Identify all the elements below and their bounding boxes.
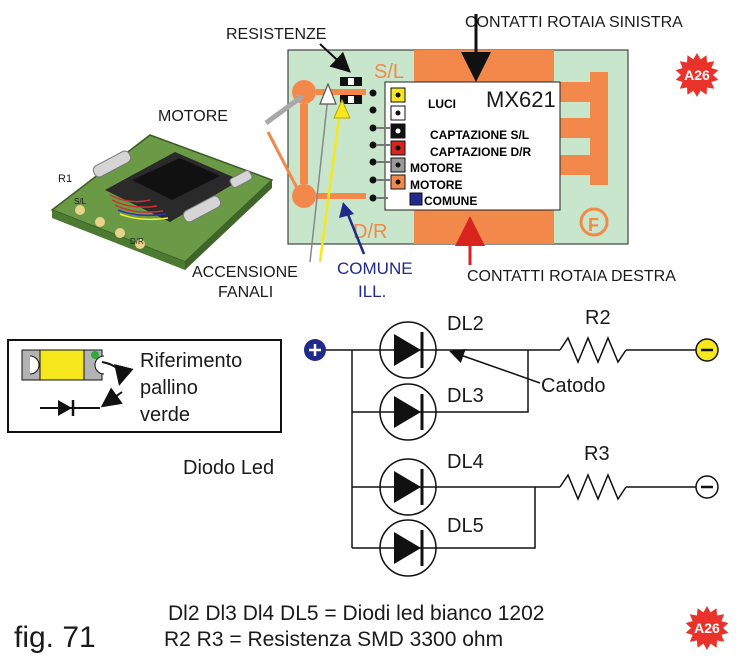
decoder-photo: S/L D/R [50,134,274,270]
model-label: MX621 [486,87,556,112]
resistenze-label: RESISTENZE [226,26,326,43]
dl2-label: DL2 [447,313,484,335]
green-dot-icon [91,351,99,359]
dl3-label: DL3 [447,385,484,407]
sl-label: S/L [374,61,404,83]
legend-line-2: pallino [140,377,198,399]
accensione-yellow-arrowhead [333,98,351,119]
led-reference-legend [7,339,282,433]
r1-label: R1 [58,173,72,185]
a26-badge-bottom: A26 [685,606,729,650]
caption-line-1: Dl2 Dl3 Dl4 DL5 = Diodi led bianco 1202 [168,602,544,625]
diodo-led-label: Diodo Led [183,457,274,479]
diode-dl3 [379,383,437,441]
comune-ill-label-1: COMUNE [337,259,413,278]
small-diode-icon [58,400,72,416]
svg-text:A26: A26 [694,620,720,636]
minus-terminal-white-icon [695,475,719,499]
minus-terminal-yellow-icon [695,338,719,362]
motore-label: MOTORE [158,108,228,125]
accensione-arrowhead [319,82,337,105]
pin-comune: COMUNE [424,194,477,208]
dr-label: D/R [353,221,387,243]
legend-line-1: Riferimento [140,350,242,372]
motore-line-orange [266,131,300,191]
catodo-label: Catodo [541,375,606,397]
dl5-label: DL5 [447,515,484,537]
accensione-label-1: ACCENSIONE [192,264,298,281]
decoder-board [287,49,629,245]
pin-captazione-sl: CAPTAZIONE S/L [430,128,529,142]
motore-line-grey [264,95,302,126]
pin-motore-1: MOTORE [410,161,462,175]
pin-luci: LUCI [428,97,456,111]
svg-text:A26: A26 [684,67,710,83]
photo-dr-label: D/R [130,237,144,246]
photo-sl-label: S/L [74,197,87,206]
diode-dl2 [379,321,437,379]
f-logo: F [588,215,599,235]
caption-line-2: R2 R3 = Resistenza SMD 3300 ohm [164,628,503,651]
comune-ill-line [345,211,366,255]
legend-line-3: verde [140,404,190,426]
diode-dl5 [379,519,437,577]
contatti-destra-label: CONTATTI ROTAIA DESTRA [467,268,676,285]
plus-terminal-icon [304,339,326,361]
pin-motore-2: MOTORE [410,178,462,192]
a26-badge-top: A26 [675,53,719,97]
r2-label: R2 [585,307,611,329]
accensione-label-2: FANALI [218,284,273,301]
resistenze-arrow [319,43,351,73]
comune-ill-label-2: ILL. [358,282,386,301]
figure-number: fig. 71 [14,621,96,654]
diode-dl4 [379,458,437,516]
led-circuit [326,336,696,549]
dl4-label: DL4 [447,451,484,473]
pin-captazione-dr: CAPTAZIONE D/R [430,145,531,159]
r3-label: R3 [584,443,610,465]
contatti-sinistra-label: CONTATTI ROTAIA SINISTRA [465,14,683,31]
